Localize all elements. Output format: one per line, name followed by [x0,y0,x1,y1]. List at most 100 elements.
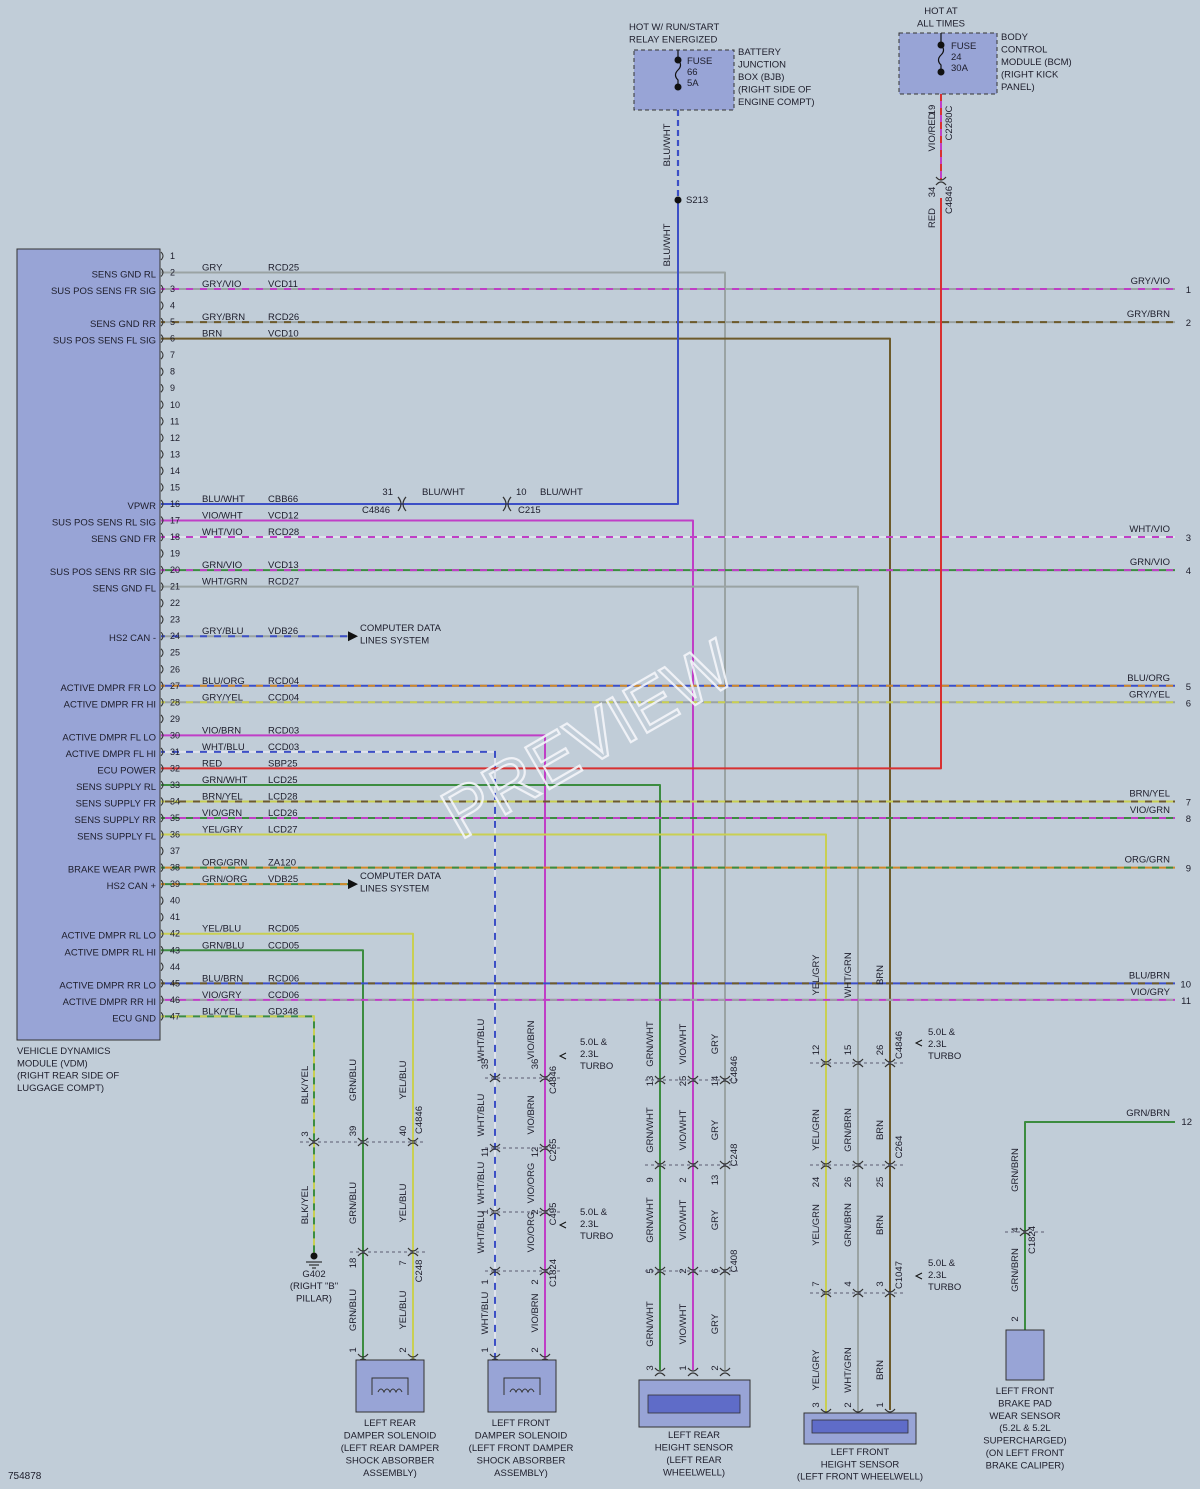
wire-color-label: GRY/YEL [202,692,243,703]
hot-label-line: HOT AT [924,6,958,17]
pin-number: 4 [1010,1227,1021,1232]
pin-function-label: BRAKE WEAR PWR [68,865,156,876]
circuit-id-label: RCD06 [268,973,299,984]
wire-color-label: WHT/VIO [202,527,243,538]
wire-pin-47-stripe [161,1015,315,1255]
wire-color-label: VIO/ORG [526,1163,537,1204]
bcm-label-line: (RIGHT KICK [1001,70,1059,81]
body-control-module-box [898,32,998,95]
pin-connector-mark [160,681,164,691]
wire-color-label: GRY/BLU [202,626,244,637]
pin-number: 26 [170,664,180,674]
wire-color-label: WHT/GRN [202,577,248,588]
wire-layer [161,94,1175,1415]
pin-number: 14 [170,466,180,476]
right-wire-color: VIO/GRY [1131,987,1171,998]
wire-color-label: YEL/GRY [811,954,822,996]
pin-function-label: ACTIVE DMPR RL LO [61,931,156,942]
circuit-id-label: RCD25 [268,263,299,274]
pin-number: 32 [170,763,180,773]
wire-pin-36 [161,833,827,1415]
wire-color-label: GRN/BRN [843,1108,854,1152]
pin-connector-mark [160,598,164,608]
connector-mark [357,1247,369,1257]
wire-color-label: GRN/WHT [645,1197,656,1243]
pin-number: 5 [645,1268,656,1273]
connector-mark [407,1247,419,1257]
pin-number: 12 [530,1147,541,1158]
wire-color-label: GRN/BRN [1010,1248,1021,1292]
pin-number: 35 [170,813,180,823]
fuse-label-line: FUSE [951,41,976,52]
circuit-id-label: RCD05 [268,924,299,935]
connector-mark [308,1137,320,1147]
pin-number: 24 [170,631,180,641]
wire-color-label: RED [927,208,938,228]
connector-mark [687,1160,699,1170]
ground-point [310,1252,318,1260]
hot-label-line: HOT W/ RUN/START [629,22,719,33]
pin-number: 1 [480,1279,491,1284]
wire-color-label: GRN/ORG [202,874,247,885]
pin-connector-mark [160,697,164,707]
turbo-note-line: TURBO [580,1231,613,1242]
right-wire-color: BLU/ORG [1127,673,1170,684]
connector-mark [687,1367,699,1377]
pin-number: 25 [875,1177,886,1188]
pin-function-label: SENS SUPPLY RR [75,815,157,826]
pin-connector-mark [160,764,164,773]
pin-connector-mark [160,334,164,344]
pin-connector-mark [160,433,164,443]
fuse-label-line: 24 [951,52,962,63]
right-reference-number: 11 [1181,996,1191,1007]
battery-junction-box [633,49,735,111]
pin-function-label: ACTIVE DMPR RR HI [63,997,156,1008]
pin-number: 20 [170,565,180,575]
component-label-line: ASSEMBLY) [363,1468,417,1479]
wire-pin-17 [161,519,694,1370]
computer-data-lines-label-line: COMPUTER DATA [360,623,442,634]
vdm-caption-line: VEHICLE DYNAMICS [17,1046,110,1057]
pin-number: 26 [843,1177,854,1188]
bjb-label-line: JUNCTION [738,60,786,71]
right-reference-number: 2 [1186,318,1191,329]
splice-point [674,196,682,204]
wire-color-label: WHT/BLU [480,1291,491,1334]
wire-pin-16 [161,200,679,505]
wire-color-label: VIO/WHT [678,1109,689,1150]
pin-function-label: ACTIVE DMPR FR HI [64,699,156,710]
solenoid-icon [371,1377,409,1395]
pin-connector-mark [160,780,164,790]
component-label-line: (LEFT REAR [666,1455,721,1466]
connector-mark [719,1160,731,1170]
wire-color-label: VIO/BRN [526,1020,537,1059]
pin-number: 35 [480,1059,491,1070]
pin-connector-mark [160,1012,164,1021]
inline-wire-color: BLU/WHT [422,487,465,498]
right-reference-number: 7 [1186,797,1191,808]
wire-color-label: VIO/GRN [202,808,242,819]
component-label-line: SHOCK ABSORBER [477,1456,566,1467]
inline-connector-id: C215 [518,505,541,516]
connector-mark [687,1266,699,1276]
wire-color-label: VIO/BRN [202,725,241,736]
connector-id: C2280C [944,105,955,140]
circuit-id-label: RCD03 [268,725,299,736]
pin-connector-mark [160,830,164,839]
circuit-id-label: VCD11 [268,279,298,290]
pin-function-label: SENS SUPPLY FR [76,798,157,809]
pin-number: 34 [927,187,938,198]
connector-id: C1824 [1027,1226,1038,1254]
connector-id: C1047 [894,1261,905,1289]
wire-pin-42 [161,932,414,1360]
wire-color-label: GRY [710,1209,721,1230]
wire-color-label: BLU/WHT [662,223,673,266]
circuit-id-label: VCD12 [268,510,299,521]
arrow-icon [348,879,358,890]
brake-pad-wear-sensor [1005,1329,1045,1381]
turbo-pointer [914,1272,923,1280]
turbo-note-line: TURBO [928,1051,961,1062]
pin-number: 6 [170,334,175,344]
pin-function-label: ACTIVE DMPR RL HI [65,947,157,958]
